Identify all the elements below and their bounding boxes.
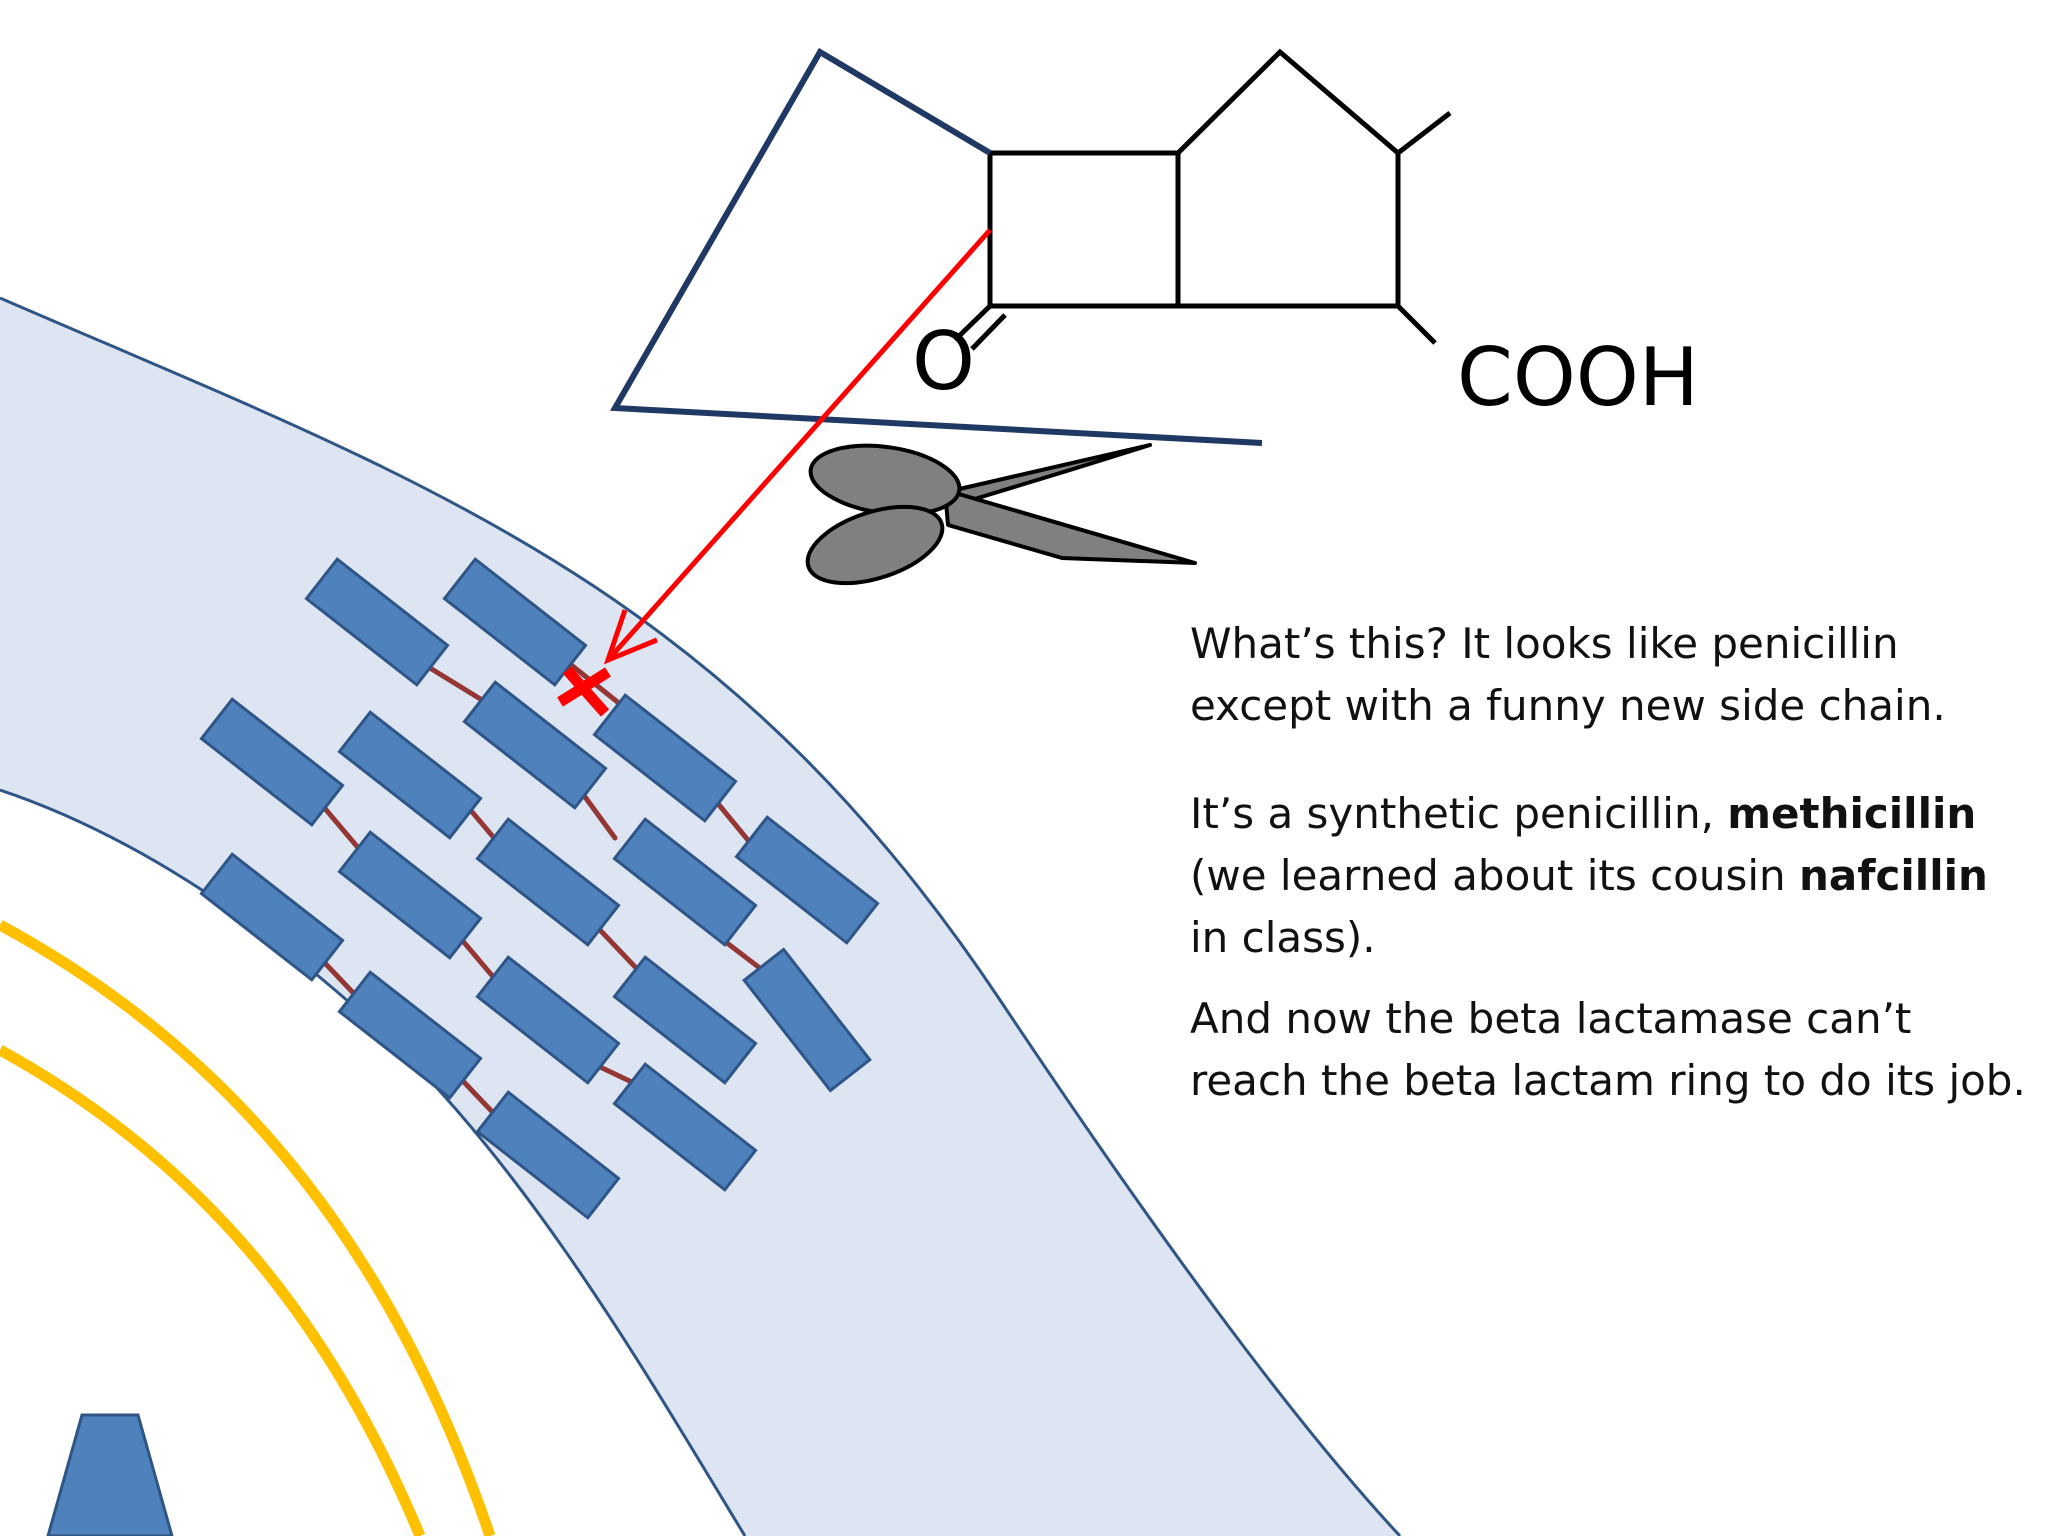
scissors-icon: [805, 443, 1197, 586]
carbonyl-bond-2: [970, 313, 1007, 351]
crosslink: [427, 665, 485, 703]
crosslink: [597, 927, 641, 973]
scissors-lower-blade: [943, 488, 1197, 565]
peptidoglycan-block: [199, 697, 345, 827]
peptidoglycan-block: [742, 947, 872, 1093]
peptidoglycan-block: [337, 710, 483, 840]
crosslink: [577, 787, 618, 841]
carboxyl-bond: [1396, 304, 1437, 345]
penicillin-structure: [953, 48, 1452, 351]
thiazolidine-ring: [1176, 48, 1401, 309]
arrow-shaft: [606, 228, 992, 662]
explanation-paragraph-2: It’s a synthetic penicillin, methicillin…: [1190, 783, 2030, 969]
peptidoglycan-block: [612, 817, 758, 947]
peptidoglycan-block: [475, 817, 621, 947]
methyl-bond: [1396, 111, 1452, 155]
peptidoglycan-blocks: [199, 557, 880, 1220]
peptidoglycan-block: [337, 970, 483, 1100]
outer-membrane-line: [0, 920, 496, 1536]
peptidoglycan-block: [442, 557, 588, 687]
crosslink: [319, 802, 363, 853]
peptidoglycan-block: [337, 830, 483, 960]
paragraph-2-text: in class).: [1190, 913, 1376, 962]
side-chain-outline: [609, 47, 1263, 446]
crosslink: [712, 797, 755, 848]
peptidoglycan-block: [612, 955, 758, 1085]
explanation-paragraph-3: And now the beta lactamase can’t reach t…: [1190, 994, 2026, 1105]
peptidoglycan-block: [612, 1062, 758, 1192]
peptidoglycan-block: [734, 815, 880, 945]
carboxyl-group-label: COOH: [1457, 331, 1699, 424]
peptidoglycan-block: [462, 680, 608, 810]
cleavage-x-icon: [557, 666, 611, 717]
peptidoglycan-block: [475, 1090, 621, 1220]
methicillin-term: methicillin: [1727, 789, 1977, 838]
peptidoglycan-block: [592, 693, 738, 823]
membrane-protein: [46, 1413, 174, 1536]
beta-lactam-ring: [987, 150, 1181, 309]
peptidoglycan-block: [475, 955, 621, 1085]
peptidoglycan-block: [304, 557, 450, 687]
peptidoglycan-block: [199, 852, 345, 982]
paragraph-2-text: (we learned about its cousin: [1190, 851, 1799, 900]
inner-membrane-line: [0, 1045, 426, 1536]
beta-lactamase-arrow: [603, 228, 992, 665]
carbonyl-bond-1: [953, 304, 992, 342]
explanation-paragraph-1: What’s this? It looks like penicillin ex…: [1190, 619, 1946, 730]
paragraph-2-text: It’s a synthetic penicillin,: [1190, 789, 1728, 838]
cell-wall-outer-edge: [0, 296, 1402, 1536]
scissors-upper-blade: [953, 443, 1152, 507]
arrow-head: [603, 609, 658, 665]
oxygen-atom-label: O: [912, 315, 975, 408]
scissors-lower-handle: [805, 504, 945, 586]
nafcillin-term: nafcillin: [1799, 851, 1988, 900]
